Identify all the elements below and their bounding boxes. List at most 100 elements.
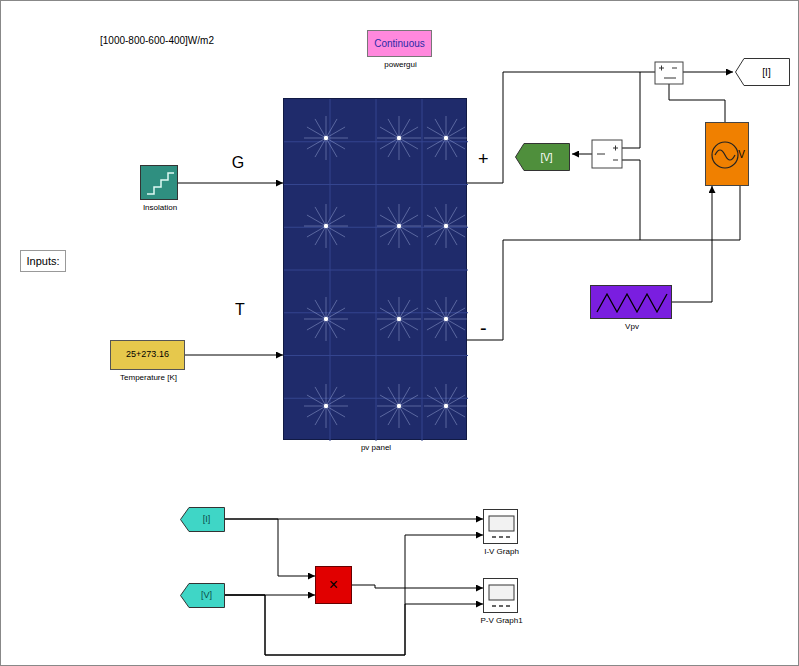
cell-sparkle — [380, 406, 399, 417]
cell-sparkle — [399, 138, 410, 157]
block-label: Continuous — [374, 38, 425, 49]
cell-sparkle — [326, 226, 327, 248]
cell-sparkle — [446, 406, 447, 428]
cell-sparkle — [326, 116, 327, 138]
block-caption: powergui — [384, 60, 416, 69]
cell-sparkle — [446, 226, 447, 248]
scope-knobs — [492, 605, 510, 607]
cell-line — [284, 355, 468, 356]
cell-sparkle — [399, 319, 421, 320]
triangle-wave — [597, 294, 667, 312]
block-caption: pv panel — [361, 443, 391, 452]
cell-sparkle — [388, 207, 399, 226]
cell-dot — [444, 224, 448, 228]
cell-dot — [397, 317, 401, 321]
cell-sparkle — [315, 387, 326, 406]
block-icon — [591, 286, 673, 320]
cell-sparkle — [377, 138, 399, 139]
cell-sparkle — [399, 319, 410, 338]
block-caption: Temperature [K] — [118, 373, 180, 382]
cell-sparkle — [446, 395, 465, 406]
cell-dot — [397, 224, 401, 228]
tag-outline — [181, 508, 225, 532]
cell-sparkle — [446, 384, 447, 406]
sense-wire — [622, 160, 640, 240]
block-label: [V] — [201, 591, 212, 601]
cell-sparkle — [326, 406, 327, 428]
measurement-symbol — [659, 66, 677, 79]
signal-name: T — [233, 302, 247, 318]
block-caption: P-V Graph1 — [480, 616, 522, 625]
cell-sparkle — [427, 406, 446, 417]
cell-sparkle — [326, 138, 327, 160]
cell-sparkle — [380, 319, 399, 330]
cell-sparkle — [326, 395, 345, 406]
block-icon — [141, 166, 179, 201]
block-label: [I] — [203, 515, 211, 525]
cell-sparkle — [399, 319, 400, 341]
scope-screen — [489, 516, 514, 531]
block-face: Continuous — [368, 31, 431, 56]
cell-sparkle — [446, 297, 447, 319]
cell-sparkle — [377, 406, 399, 407]
cell-sparkle — [399, 116, 400, 138]
block-label: V — [738, 149, 745, 160]
goto-tag: [I] — [735, 58, 790, 86]
block-face: [I] — [180, 507, 225, 532]
cell-sparkle — [446, 204, 447, 226]
negative-wire — [467, 186, 740, 340]
wave-generator: Vpv — [590, 285, 672, 319]
cell-sparkle — [427, 138, 446, 149]
block-face — [591, 286, 671, 318]
cell-sparkle — [326, 308, 345, 319]
cell-sparkle — [388, 387, 399, 406]
cell-sparkle — [399, 127, 418, 138]
cell-sparkle — [307, 226, 326, 237]
signal-connector — [672, 186, 712, 302]
block-face: [V] — [515, 143, 570, 171]
cell-sparkle — [326, 138, 348, 139]
sense-wire — [622, 72, 640, 148]
cell-sparkle — [424, 226, 446, 227]
cell-dot — [397, 404, 401, 408]
cell-sparkle — [326, 215, 345, 226]
cell-sparkle — [399, 138, 400, 160]
block-caption: Vpv — [625, 322, 639, 331]
block-face: [V] — [180, 583, 225, 608]
input-values: [1000-800-600-400]W/m2 — [100, 36, 214, 46]
from-tag: [I] — [180, 507, 225, 532]
block-caption: Insolation — [143, 203, 177, 212]
cell-sparkle — [388, 300, 399, 319]
cell-sparkle — [435, 387, 446, 406]
cell-line — [284, 227, 468, 228]
source-circle — [712, 142, 738, 168]
cell-sparkle — [446, 319, 457, 338]
cell-sparkle — [377, 319, 399, 320]
cell-sparkle — [446, 138, 468, 139]
signal-connector — [178, 183, 283, 184]
cell-sparkle — [307, 138, 326, 149]
block-face — [484, 579, 517, 612]
cell-sparkle — [304, 138, 326, 139]
cell-sparkle — [446, 215, 465, 226]
terminal-sign: + — [478, 150, 489, 168]
cell-sparkle — [326, 226, 348, 227]
constant-block: 25+273.16Temperature [K] — [110, 340, 185, 370]
tag-shape — [180, 507, 225, 532]
cell-sparkle — [435, 207, 446, 226]
cell-sparkle — [446, 319, 468, 320]
current-measurement — [655, 62, 683, 84]
cell-sparkle — [435, 300, 446, 319]
signal-name: G — [230, 155, 246, 171]
cell-sparkle — [399, 308, 418, 319]
cell-sparkle — [399, 204, 400, 226]
cell-sparkle — [446, 308, 465, 319]
cell-dot — [324, 136, 328, 140]
series-wire — [669, 84, 725, 122]
terminal-sign: - — [480, 318, 487, 338]
cell-line — [284, 184, 468, 185]
cell-dot — [397, 136, 401, 140]
scope-block: P-V Graph1 — [483, 578, 518, 613]
block-icon — [484, 510, 519, 545]
cell-sparkle — [326, 319, 327, 341]
